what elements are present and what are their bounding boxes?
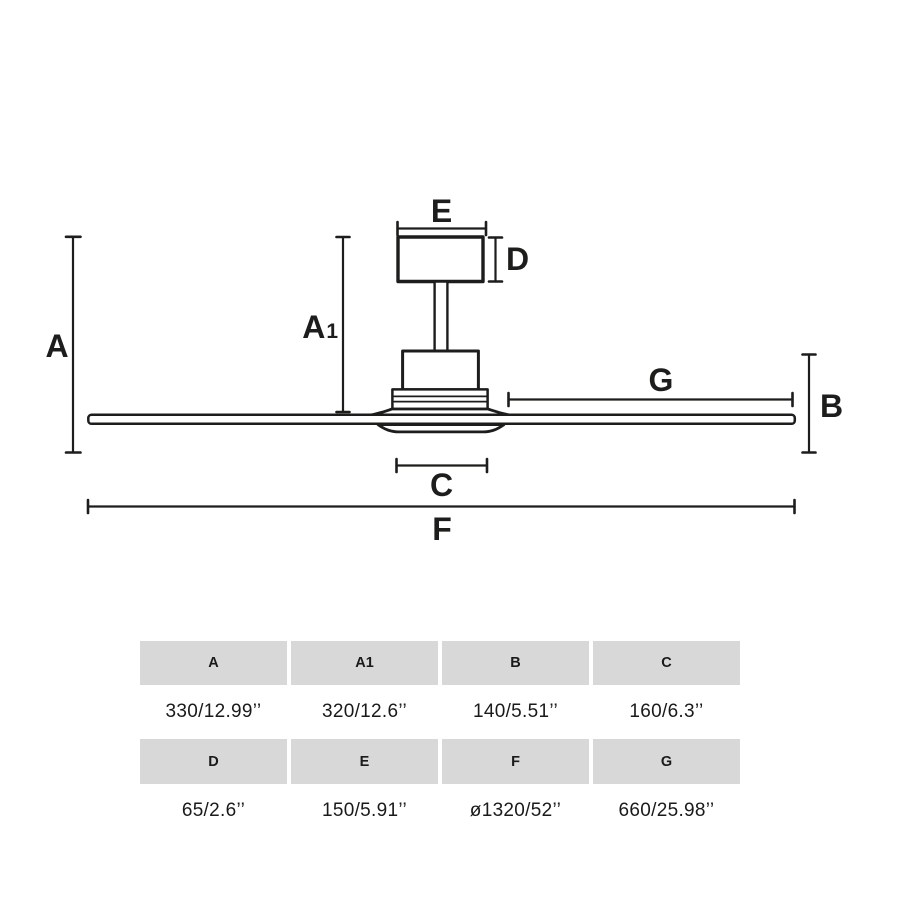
dim-c-label: C <box>430 467 453 503</box>
table-value-cell-f: ø1320/52’’ <box>442 784 589 838</box>
table-header-cell-c: C <box>593 641 740 685</box>
dim-a <box>64 235 82 454</box>
table-header-cell-a: A <box>140 641 287 685</box>
blades <box>87 413 797 426</box>
dim-b <box>801 353 817 454</box>
table-value-cell-g: 660/25.98’’ <box>593 784 740 838</box>
table-header-cell-f: F <box>442 739 589 784</box>
dim-a1-label: A1 <box>302 309 338 345</box>
dim-a1 <box>335 235 351 414</box>
dim-c <box>395 457 489 474</box>
mounting-band <box>391 388 489 411</box>
table-header-cell-a1: A1 <box>291 641 438 685</box>
table-value-cell-a1: 320/12.6’’ <box>291 685 438 739</box>
table-header-cell-e: E <box>291 739 438 784</box>
dim-a-label: A <box>45 328 68 364</box>
dim-d-label: D <box>506 241 529 277</box>
table-value-cell-d: 65/2.6’’ <box>140 784 287 838</box>
table-value-cell-e: 150/5.91’’ <box>291 784 438 838</box>
dim-a1-label-main: A <box>302 309 325 345</box>
table-value-cell-c: 160/6.3’’ <box>593 685 740 739</box>
dim-g <box>507 391 794 408</box>
table-header-cell-g: G <box>593 739 740 784</box>
table-value-cell-b: 140/5.51’’ <box>442 685 589 739</box>
table-value-cell-a: 330/12.99’’ <box>140 685 287 739</box>
bottom-cap <box>376 423 506 434</box>
dim-e <box>396 220 488 237</box>
dim-e-label: E <box>431 193 452 229</box>
dim-f-label: F <box>432 511 452 547</box>
canopy <box>396 235 485 284</box>
fan-dimension-diagram: A A1 E D <box>45 193 843 547</box>
dim-g-label: G <box>649 362 674 398</box>
dim-a1-label-sub: 1 <box>326 320 338 343</box>
motor-housing <box>401 349 480 392</box>
dim-b-label: B <box>820 388 843 424</box>
dimensions-table: A A1 B C 330/12.99’’ 320/12.6’’ 140/5.51… <box>140 641 740 838</box>
table-header-cell-d: D <box>140 739 287 784</box>
dim-d <box>487 236 504 283</box>
table-header-cell-b: B <box>442 641 589 685</box>
dim-f <box>86 498 796 515</box>
downrod <box>433 280 449 353</box>
